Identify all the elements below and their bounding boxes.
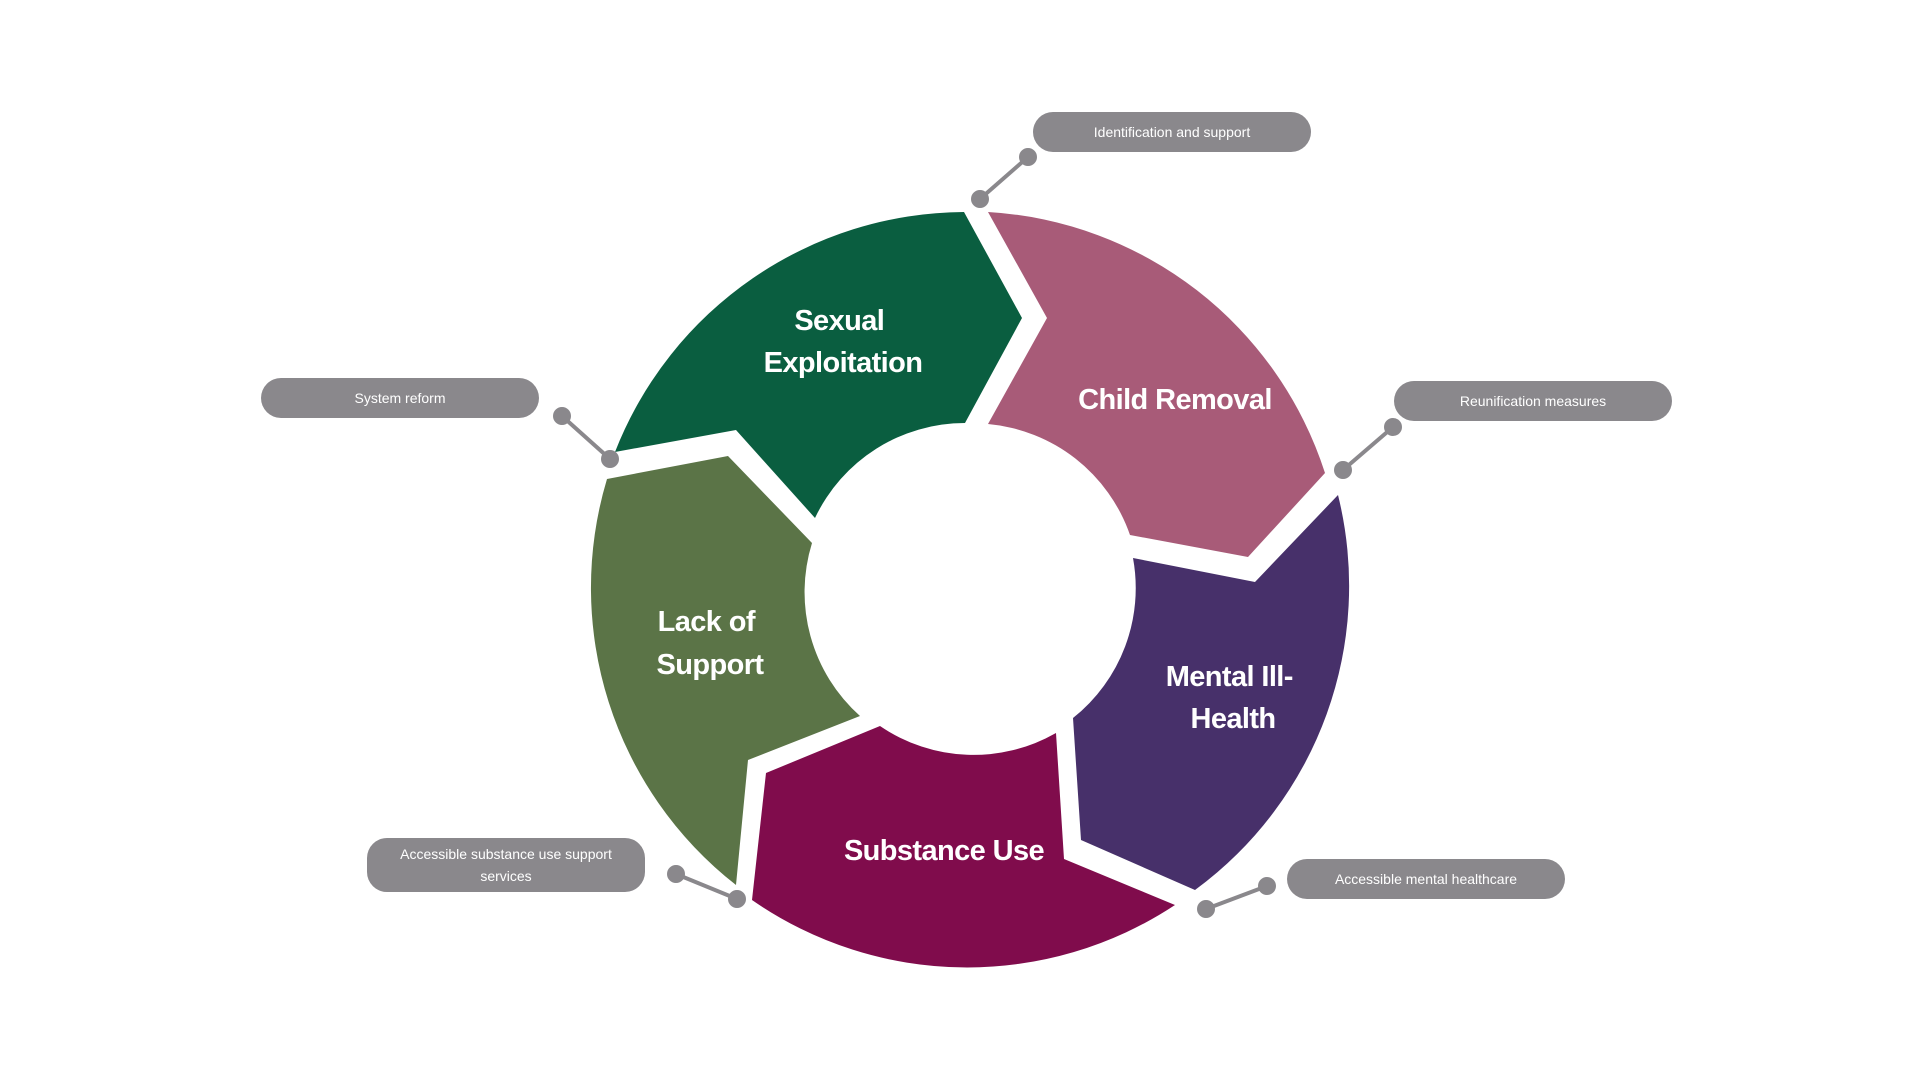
segment-substance-use — [752, 726, 1175, 968]
segment-sexual-exploitation — [615, 212, 1022, 518]
callout-text: Accessible mental healthcare — [1334, 871, 1518, 887]
callout-accessible-mental-healthcare: Accessible mental healthcare — [1287, 859, 1565, 899]
callout-text: Identification and support — [1093, 124, 1251, 140]
connector-system-reform — [553, 407, 619, 468]
label-substance-use: Substance Use — [844, 835, 1045, 867]
callout-identification-and-support: Identification and support — [1033, 112, 1311, 152]
connector-identification — [971, 148, 1037, 208]
segment-lack-of-support — [590, 456, 860, 885]
callout-text: Reunification measures — [1459, 393, 1607, 409]
segment-mental-ill-health — [1073, 495, 1350, 890]
callout-system-reform: System reform — [261, 378, 539, 418]
segment-child-removal — [988, 212, 1325, 557]
label-lack-of-support: Lack of Support — [657, 606, 765, 681]
connector-reunification — [1334, 418, 1402, 479]
callout-text: System reform — [354, 390, 446, 406]
connector-mental-healthcare — [1197, 877, 1276, 918]
callout-reunification-measures: Reunification measures — [1394, 381, 1672, 421]
label-sexual-exploitation: Sexual Exploitation — [764, 305, 923, 379]
callout-accessible-substance-use-services: Accessible substance use support service… — [367, 838, 645, 892]
label-child-removal: Child Removal — [1078, 384, 1272, 416]
connector-substance-services — [667, 865, 746, 908]
label-mental-ill-health: Mental Ill- Health — [1166, 661, 1301, 735]
callout-text: Accessible substance use support service… — [400, 846, 612, 884]
